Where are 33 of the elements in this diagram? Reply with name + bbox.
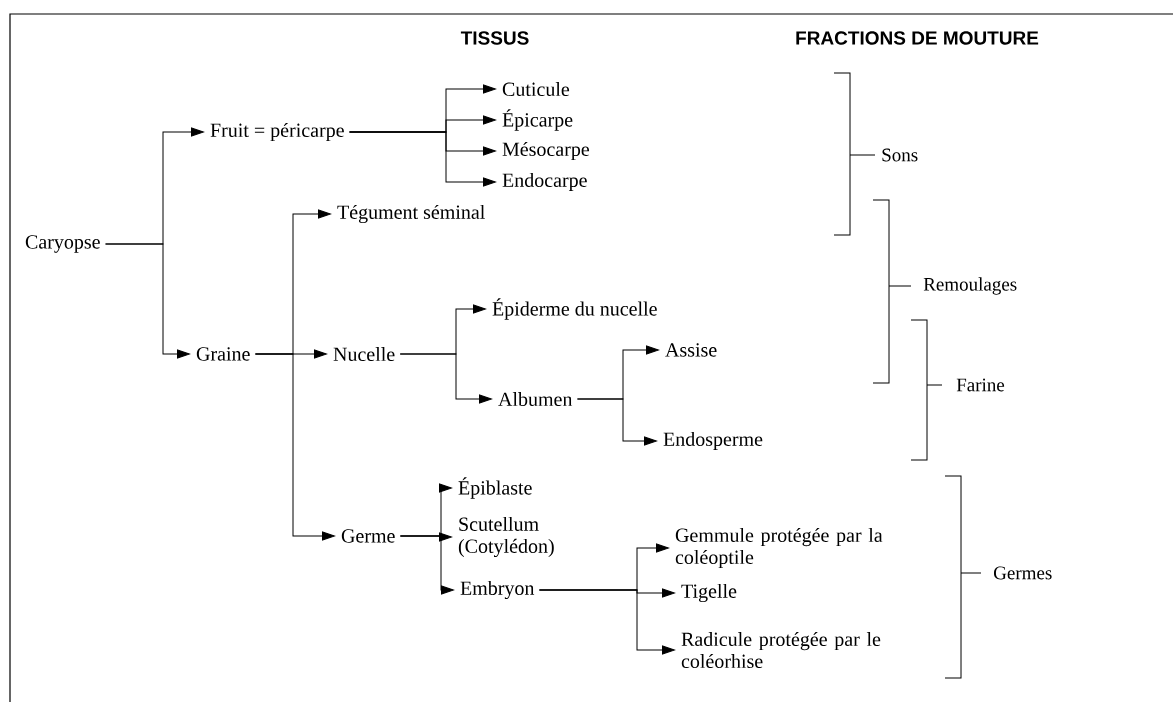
arrow: [254, 353, 335, 541]
fraction-label: Remoulages: [923, 277, 1017, 295]
tissue-label: Radicule protégée par le coléorhise: [681, 631, 881, 669]
fraction-label: Germes: [994, 566, 1052, 580]
tissue-label: Assise: [665, 343, 717, 357]
tissue-label: Nucelle: [333, 346, 395, 362]
column-heading: TISSUS: [460, 31, 529, 45]
fraction-label: Sons: [882, 148, 918, 162]
column-heading: FRACTIONS DE MOUTURE: [796, 31, 1039, 45]
tissue-label: Caryopse: [25, 235, 100, 253]
tissue-label: Épicarpe: [502, 109, 573, 131]
tissue-label: Graine: [196, 347, 250, 361]
tissue-label: Mésocarpe: [502, 141, 590, 161]
tissue-label: Gemmule protégée par la coléoptile: [675, 527, 883, 569]
arrow: [538, 589, 675, 655]
arrow: [399, 353, 492, 404]
arrow: [105, 243, 190, 359]
tissue-label: Endosperme: [663, 431, 763, 451]
arrow: [399, 535, 454, 595]
tissue-label: Scutellum (Cotylédon): [458, 516, 554, 558]
fraction-label: Farine: [956, 378, 1005, 392]
tissue-label: Germe: [341, 529, 395, 543]
tissue-label: Fruit = péricarpe: [210, 122, 344, 142]
tissue-label: Embryon: [460, 580, 535, 600]
tissue-label: Épiderme du nucelle: [492, 298, 657, 320]
tissue-label: Cuticule: [502, 81, 570, 96]
tissue-label: Albumen: [498, 391, 573, 407]
tissue-label: Épiblaste: [458, 477, 532, 499]
arrow: [349, 131, 496, 187]
arrow: [576, 398, 657, 446]
tissue-label: Tégument séminal: [337, 204, 485, 224]
tissue-label: Tigelle: [681, 583, 737, 603]
tissue-label: Endocarpe: [502, 172, 587, 192]
